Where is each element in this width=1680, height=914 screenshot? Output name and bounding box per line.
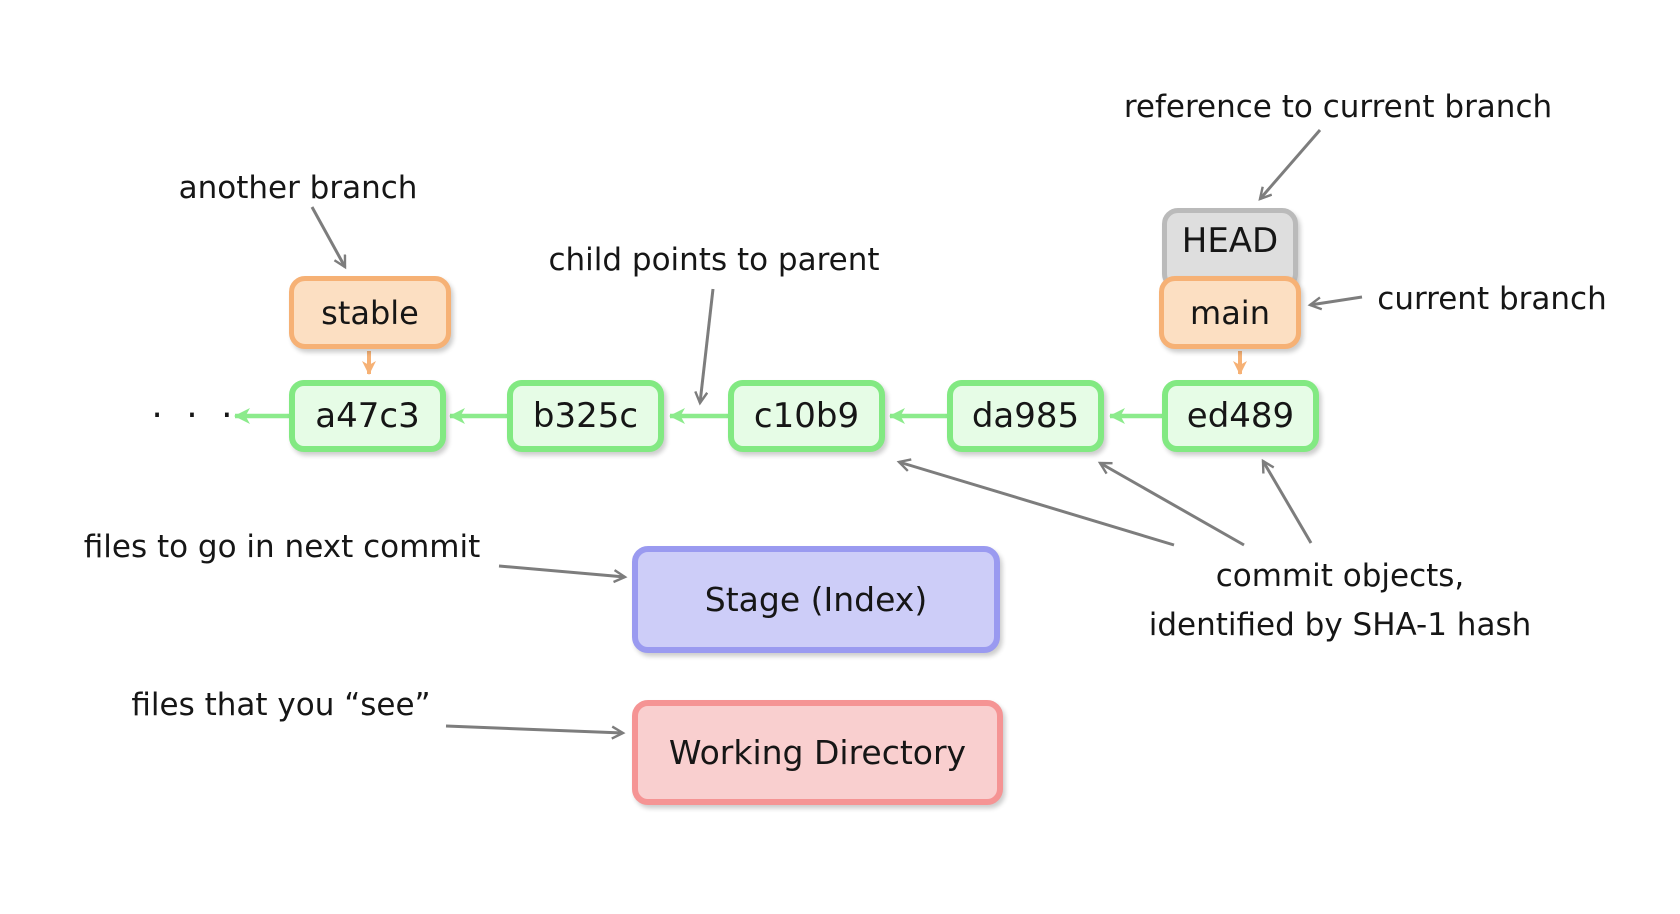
arrow-commitobjects-to-da985 bbox=[1100, 461, 1245, 547]
label-reference-to-current-branch: reference to current branch bbox=[1123, 89, 1553, 125]
commit-node-da985: da985 bbox=[947, 380, 1104, 452]
arrow-anotherbranch-to-stable bbox=[310, 206, 347, 267]
label-commit-objects-line2: identified by SHA-1 hash bbox=[1148, 606, 1532, 643]
commit-node-b325c: b325c bbox=[507, 380, 664, 452]
arrow-currentbranch-to-main bbox=[1310, 295, 1363, 305]
stage-index-node: Stage (Index) bbox=[632, 546, 1000, 653]
branch-node-stable: stable bbox=[289, 276, 451, 349]
arrow-commitobjects-to-ed489 bbox=[1261, 461, 1313, 544]
arrow-filessee-to-working bbox=[445, 724, 623, 733]
arrow-commitobjects-to-c10b9 bbox=[899, 462, 1175, 547]
commit-node-a47c3: a47c3 bbox=[289, 380, 446, 452]
commit-node-ed489: ed489 bbox=[1162, 380, 1319, 452]
commit-node-c10b9: c10b9 bbox=[728, 380, 885, 452]
label-commit-objects: commit objects, identified by SHA-1 hash bbox=[1149, 552, 1532, 650]
label-another-branch: another branch bbox=[178, 170, 418, 206]
arrow-filesnext-to-stage bbox=[498, 564, 625, 577]
branch-node-main: main bbox=[1159, 276, 1301, 349]
label-child-points-to-parent: child points to parent bbox=[548, 242, 880, 278]
working-directory-node: Working Directory bbox=[632, 700, 1003, 805]
head-node: HEAD bbox=[1162, 208, 1298, 290]
label-current-branch: current branch bbox=[1377, 281, 1607, 317]
arrow-reference-to-head bbox=[1260, 129, 1322, 199]
label-files-next-commit: files to go in next commit bbox=[83, 529, 481, 565]
label-files-you-see: files that you “see” bbox=[131, 687, 431, 723]
history-ellipsis: · · · bbox=[151, 395, 239, 436]
label-commit-objects-line1: commit objects, bbox=[1215, 558, 1465, 594]
arrow-child-to-parent-link bbox=[700, 288, 715, 403]
